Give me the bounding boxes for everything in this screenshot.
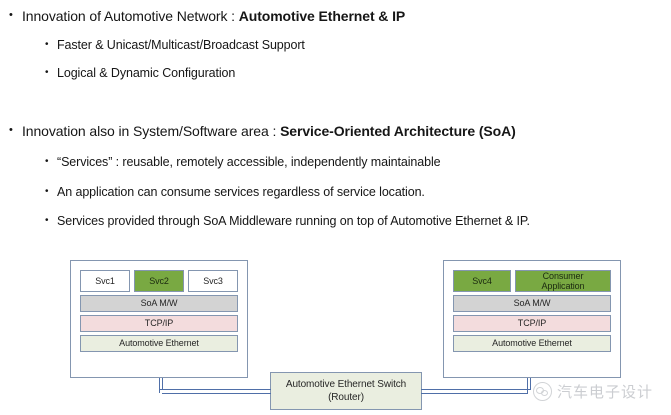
layer-soa-middleware: SoA M/W xyxy=(80,295,238,312)
bullet-item-2: • Faster & Unicast/Multicast/Broadcast S… xyxy=(0,38,305,53)
bullet-item-1: • Innovation of Automotive Network : Aut… xyxy=(0,8,405,26)
service-box-consumer-application[interactable]: Consumer Application xyxy=(515,270,611,292)
left-ecu-node: Svc1 Svc2 Svc3 SoA M/W TCP/IP Automotive… xyxy=(70,260,248,378)
right-protocol-stack: Svc4 Consumer Application SoA M/W TCP/IP… xyxy=(453,270,611,355)
bullet-text-bold: Service-Oriented Architecture (SoA) xyxy=(280,123,516,139)
connector-right-horizontal-top xyxy=(421,389,531,390)
service-box-svc3[interactable]: Svc3 xyxy=(188,270,238,292)
bullet-item-4: • Innovation also in System/Software are… xyxy=(0,123,516,141)
bullet-text: Faster & Unicast/Multicast/Broadcast Sup… xyxy=(57,38,305,52)
consumer-app-line1: Consumer xyxy=(542,270,584,281)
architecture-diagram: Svc1 Svc2 Svc3 SoA M/W TCP/IP Automotive… xyxy=(0,248,671,415)
left-service-row: Svc1 Svc2 Svc3 xyxy=(80,270,238,292)
bullet-marker: • xyxy=(45,67,49,78)
consumer-app-line2: Application xyxy=(541,281,585,291)
left-protocol-stack: Svc1 Svc2 Svc3 SoA M/W TCP/IP Automotive… xyxy=(80,270,238,355)
watermark-text: 汽车电子设计 xyxy=(557,384,654,401)
bullet-text: An application can consume services rega… xyxy=(57,185,425,199)
service-box-svc4[interactable]: Svc4 xyxy=(453,270,511,292)
layer-automotive-ethernet: Automotive Ethernet xyxy=(453,335,611,352)
bullet-item-5: • “Services” : reusable, remotely access… xyxy=(0,155,441,170)
right-service-row: Svc4 Consumer Application xyxy=(453,270,611,292)
watermark: 汽车电子设计 xyxy=(533,381,653,402)
connector-left-horizontal-top xyxy=(159,389,271,390)
bullet-text: Innovation of Automotive Network : xyxy=(22,8,239,24)
connector-left-horizontal-bot xyxy=(162,393,271,394)
service-box-svc2[interactable]: Svc2 xyxy=(134,270,184,292)
connector-left-vertical-inner xyxy=(162,378,163,390)
layer-soa-middleware: SoA M/W xyxy=(453,295,611,312)
bullet-item-6: • An application can consume services re… xyxy=(0,185,425,200)
bullet-item-7: • Services provided through SoA Middlewa… xyxy=(0,214,530,229)
bullet-marker: • xyxy=(45,156,49,167)
connector-left-vertical-outer xyxy=(159,378,160,393)
bullet-text: Services provided through SoA Middleware… xyxy=(57,214,530,228)
bullet-marker: • xyxy=(45,215,49,226)
right-ecu-node: Svc4 Consumer Application SoA M/W TCP/IP… xyxy=(443,260,621,378)
switch-label-line2: (Router) xyxy=(328,392,364,403)
switch-label-line1: Automotive Ethernet Switch xyxy=(285,378,407,390)
connector-right-horizontal-bot xyxy=(421,393,528,394)
bullet-marker: • xyxy=(45,39,49,50)
bullet-text: Innovation also in System/Software area … xyxy=(22,123,281,139)
bullet-item-3: • Logical & Dynamic Configuration xyxy=(0,66,235,81)
connector-right-vertical-inner xyxy=(527,378,528,393)
bullet-text: Logical & Dynamic Configuration xyxy=(57,66,236,80)
layer-tcpip: TCP/IP xyxy=(453,315,611,332)
layer-tcpip: TCP/IP xyxy=(80,315,238,332)
connector-right-vertical-outer xyxy=(530,378,531,390)
bullet-marker: • xyxy=(9,124,13,136)
bullet-text: “Services” : reusable, remotely accessib… xyxy=(57,155,441,169)
ethernet-switch-node: Automotive Ethernet Switch (Router) xyxy=(270,372,422,410)
bullet-marker: • xyxy=(45,186,49,197)
layer-automotive-ethernet: Automotive Ethernet xyxy=(80,335,238,352)
bullet-marker: • xyxy=(9,9,13,21)
service-box-svc1[interactable]: Svc1 xyxy=(80,270,130,292)
wechat-circle-icon xyxy=(533,382,552,401)
bullet-text-bold: Automotive Ethernet & IP xyxy=(238,8,406,24)
